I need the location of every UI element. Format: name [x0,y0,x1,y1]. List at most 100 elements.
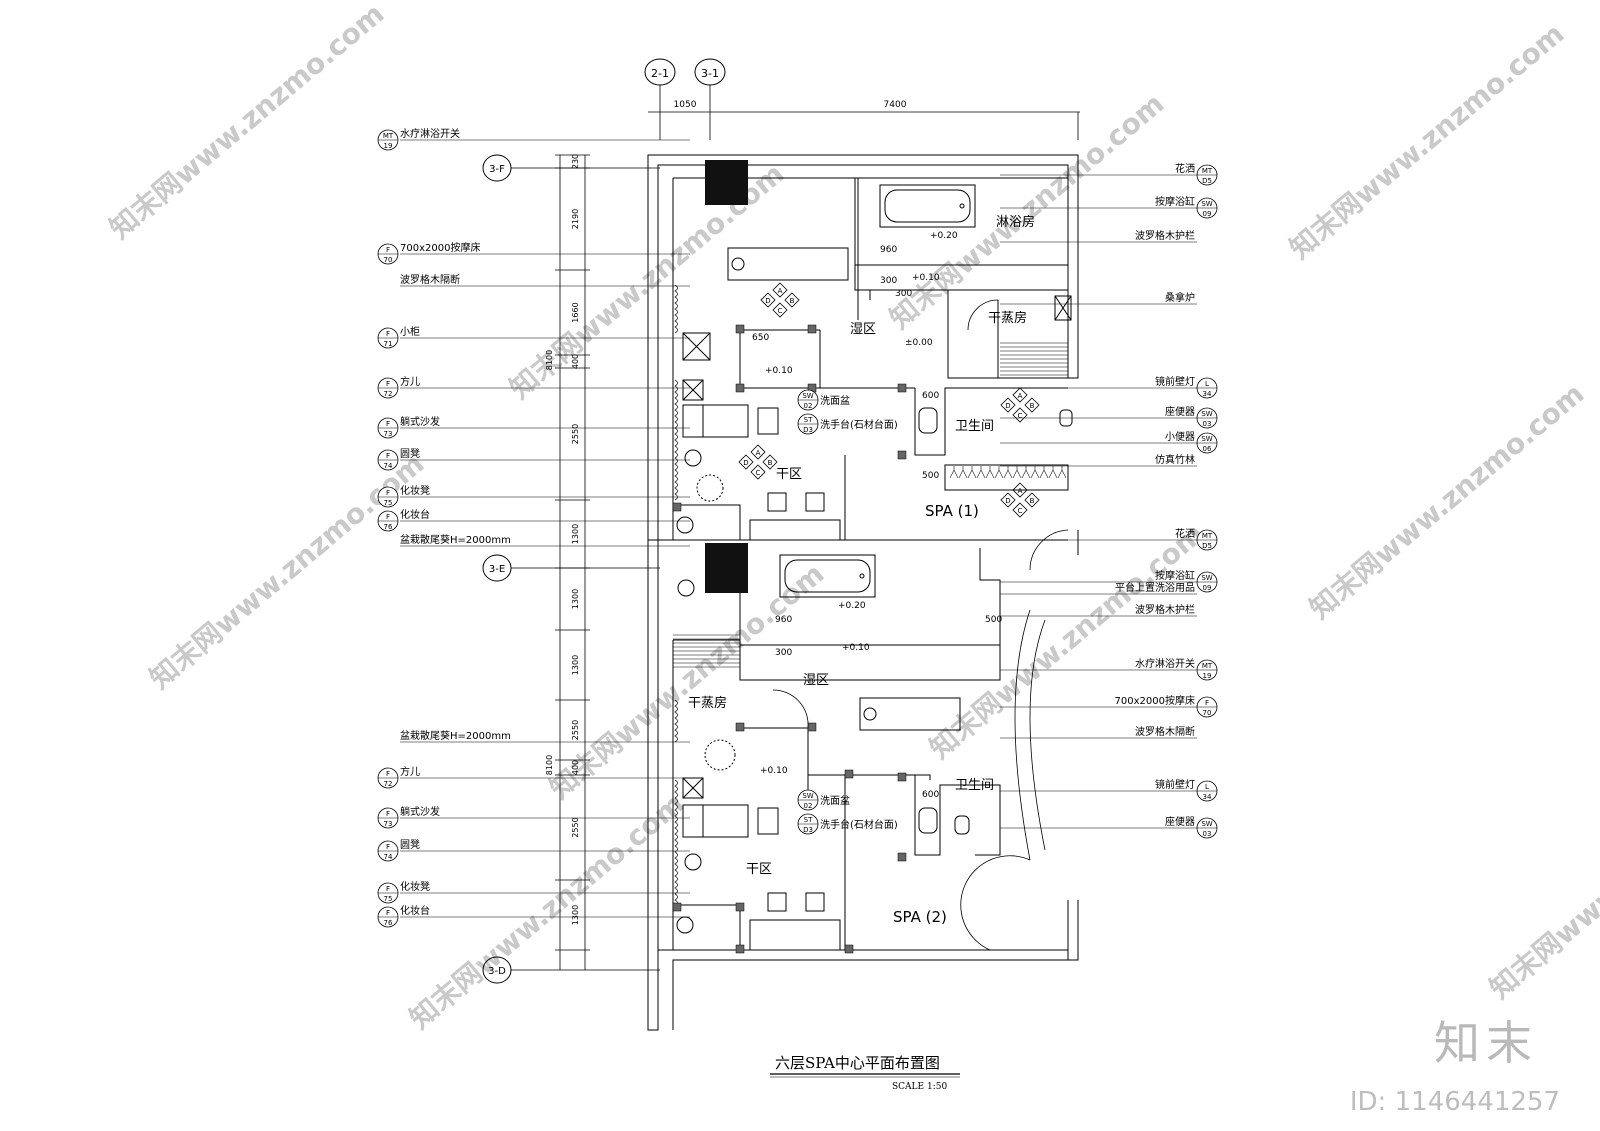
room-dry-2: 干区 [746,862,772,877]
tag-code-bottom: 09 [1203,210,1212,218]
dim-left-value: 1300 [571,905,580,925]
dim-left-value: 1300 [571,524,580,544]
left-legend-label: 躺式沙发 [400,805,440,818]
dim-650: 650 [752,333,769,343]
dim-300-b: 300 [895,289,912,299]
annotations-small: 洗面盆 洗手台(石材台面) 洗面盆 洗手台(石材台面) +0.20 +0.10 … [752,231,1002,831]
watermark-text: 知末网www.znzmo.com [143,447,430,695]
view-marker-letter: A [1018,487,1023,495]
dim-left-value: 2550 [571,424,580,444]
view-marker-letter: D [765,297,770,305]
tag-code-top: F [386,452,390,460]
right-legend-label: 花洒 [1175,527,1195,540]
level-5: +0.20 [838,601,866,611]
right-legend-label: 波罗格木护栏 [1135,603,1195,616]
tag-code-top: F [1205,699,1209,707]
level-2: +0.10 [912,273,940,283]
furniture-group-1 [676,295,1073,597]
furniture-group-2 [676,739,970,934]
doors [772,299,1069,951]
left-legend-label: 躺式沙发 [400,415,440,428]
dim-left-value: 1300 [571,589,580,609]
left-legend-label: 化妆台 [400,508,430,521]
right-legend-label: 镜前壁灯 [1155,778,1195,791]
right-legend-label: 按摩浴缸 [1155,195,1195,208]
right-legend-label: 平台上置洗浴用品 [1115,581,1195,594]
right-legend-label: 波罗格木隔断 [1135,725,1195,738]
view-marker-letter: B [768,459,773,467]
left-legend-label: 化妆凳 [400,880,430,893]
tag-code-bottom: 74 [384,462,393,470]
dim-1050: 1050 [674,100,697,110]
view-marker-letter: A [756,449,761,457]
axis-label-3-F: 3-F [489,164,505,175]
label-basin-2: 洗面盆 [820,794,850,807]
dim-left-value: 2550 [571,817,580,837]
axis-left: 3-F 3-E 3-D [482,154,660,984]
tag-code-bottom: 72 [384,780,393,788]
view-marker-letter: A [778,287,783,295]
tag-code-top: MT [1202,662,1213,670]
view-marker-letter: A [1018,392,1023,400]
axis-label-3-E: 3-E [489,564,505,575]
dim-500-a: 500 [922,471,939,481]
tag-code-top: F [386,380,390,388]
right-legend: MTD5花洒SW09按摩浴缸波罗格木护栏桑拿炉L34镜前壁灯SW03座便器SW0… [1000,162,1218,839]
level-7: +0.10 [760,766,788,776]
tag-code-bottom: 34 [1203,793,1212,801]
view-marker-letter: D [1005,402,1010,410]
room-spa-2: SPA (2) [893,908,947,926]
bamboo-planting [949,466,1067,479]
bathtub-2 [779,554,876,598]
dim-500-b: 500 [985,615,1002,625]
dim-left-value: 1660 [571,302,580,322]
dim-left-value: 400 [571,354,580,369]
bathtub-1 [879,184,976,228]
room-wc-2: 卫生间 [955,778,994,793]
right-legend-label: 镜前壁灯 [1155,375,1195,388]
tag-code-bottom: 34 [1203,390,1212,398]
tag-code-top: ST [804,816,813,824]
tag-code-bottom: 03 [1203,420,1212,428]
tag-code-bottom: 19 [1203,672,1212,680]
tag-code-bottom: D5 [1202,177,1212,185]
tag-code-bottom: 76 [384,523,393,531]
watermark-text: 知末网www.znzmo.com [883,87,1170,335]
tag-code-top: MT [1202,532,1213,540]
dim-600-a: 600 [922,391,939,401]
tag-code-bottom: 09 [1203,584,1212,592]
tag-code-top: MT [383,132,394,140]
room-wet-1: 湿区 [850,322,876,337]
right-legend-label: 波罗格木护栏 [1135,229,1195,242]
view-marker-letter: C [756,469,761,477]
view-marker-letter: C [1018,412,1023,420]
left-legend-label: 盆栽散尾葵H=2000mm [400,533,511,546]
tag-code-top: SW [1201,200,1212,208]
tag-code-top: ST [804,416,813,424]
right-legend-label: 座便器 [1165,815,1195,828]
tag-code-top: F [386,810,390,818]
tag-code-bottom: 76 [384,919,393,927]
level-1: +0.20 [930,231,958,241]
tag-code-top: SW [1201,410,1212,418]
dim-960-b: 960 [775,615,792,625]
dim-960-a: 960 [880,245,897,255]
room-dry-1: 干区 [776,467,802,482]
tag-code-bottom: 74 [384,853,393,861]
left-legend-label: 化妆凳 [400,484,430,497]
right-legend-label: 700x2000按摩床 [1115,694,1195,707]
drawing-scale: SCALE 1:50 [892,1082,947,1092]
tag-code-top: SW [1201,820,1212,828]
room-labels: 淋浴房 湿区 干蒸房 卫生间 干区 SPA (1) 湿区 干蒸房 卫生间 干区 … [688,214,1035,926]
watermark-text: 知末网www.znzmo.com [103,0,390,245]
axis-label-2-1: 2-1 [651,67,669,80]
watermark-text: 知末网www.znzmo.com [1283,17,1570,265]
view-marker-letter: C [1018,507,1023,515]
right-legend-label: 按摩浴缸 [1155,569,1195,582]
column-top [705,160,748,205]
view-marker-letter: D [1005,497,1010,505]
room-spa-1: SPA (1) [925,502,979,520]
